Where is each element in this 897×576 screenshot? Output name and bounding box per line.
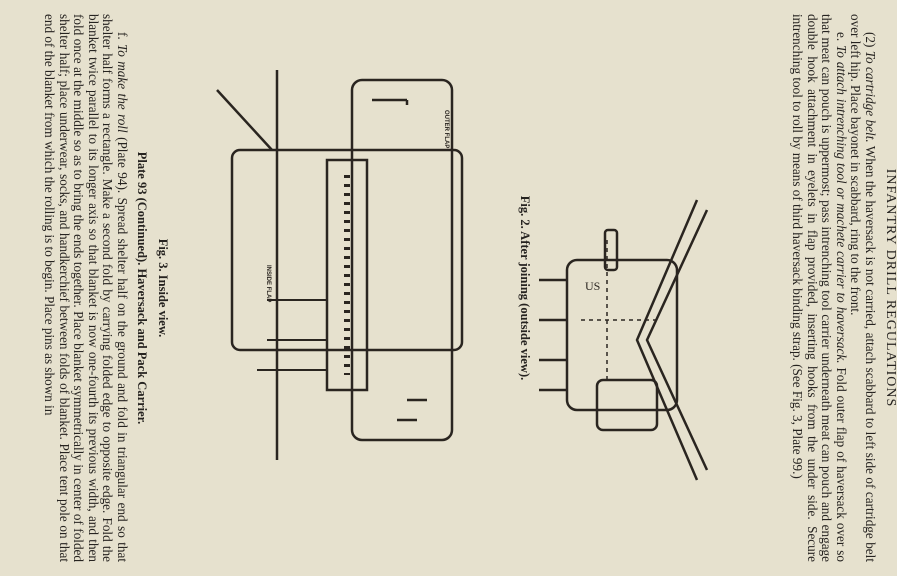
para-number: f. (115, 32, 130, 45)
para-number: e. (833, 32, 849, 46)
running-header: INFANTRY DRILL REGULATIONS (883, 168, 897, 408)
paragraph-cartridge-belt: (2) To cartridge belt. When the haversac… (848, 14, 878, 562)
para-number: (2) (863, 32, 878, 51)
paragraph-make-roll: f. To make the roll (Plate 94). Spread s… (41, 14, 130, 562)
fig2-us-mark: US (585, 279, 600, 293)
fig2-haversack-drawing: US (539, 199, 709, 481)
para-heading: To make the roll (115, 44, 130, 133)
paragraph-intrenching-tool: e. To attach intrenching tool or machete… (789, 14, 849, 562)
fig3-inside-view-drawing: OUTER FLAP INSIDE FLAP (216, 70, 464, 460)
inside-flap-label: INSIDE FLAP (265, 265, 271, 302)
plate-caption: Plate 93 (Continued). Haversack and Pack… (135, 151, 149, 425)
top-paragraphs: (2) To cartridge belt. When the haversac… (789, 14, 878, 562)
outer-flap-label: OUTER FLAP (443, 110, 449, 148)
fig3-caption: Fig. 3. Inside view. (156, 238, 170, 338)
bottom-paragraph: f. To make the roll (Plate 94). Spread s… (41, 14, 130, 562)
para-heading: To attach intrenching tool or machete ca… (833, 45, 849, 364)
para-heading: To cartridge belt. (863, 50, 878, 143)
fig2-caption: Fig. 2. After joining (outside view). (518, 195, 532, 381)
